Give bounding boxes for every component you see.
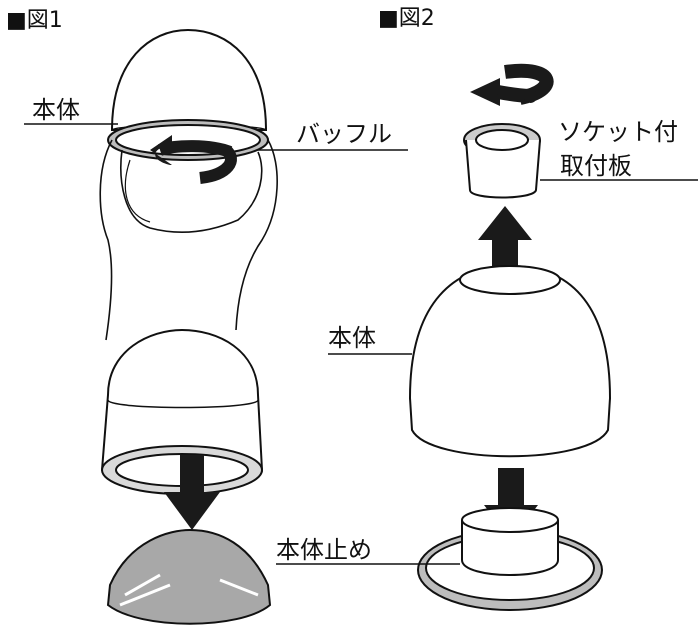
fig1-dome-body xyxy=(110,28,268,131)
counterclockwise-arrow-icon xyxy=(470,63,554,106)
figure2-title: ■図2 xyxy=(378,6,435,31)
fig2-body-stop-label: 本体止め xyxy=(276,536,372,564)
figure2-socket-plate xyxy=(463,123,541,199)
rotate-arrow-icon xyxy=(150,135,237,184)
fig1-hand xyxy=(99,139,278,341)
fig2-body-label: 本体 xyxy=(328,324,376,352)
figure2-body-stop xyxy=(417,507,603,611)
fig1-body-label: 本体 xyxy=(32,96,80,124)
fig2-socket-label-line1: ソケット付 xyxy=(558,118,678,146)
figure1-cover xyxy=(106,528,272,625)
down-arrow-icon xyxy=(164,455,220,530)
figure1-title: ■図1 xyxy=(6,8,63,33)
figure1-dome-in-hand xyxy=(99,28,278,341)
fig1-baffle-label: バッフル xyxy=(296,120,392,148)
fig2-socket-label-line2: 取付板 xyxy=(560,152,632,180)
figure2-body xyxy=(408,264,612,458)
